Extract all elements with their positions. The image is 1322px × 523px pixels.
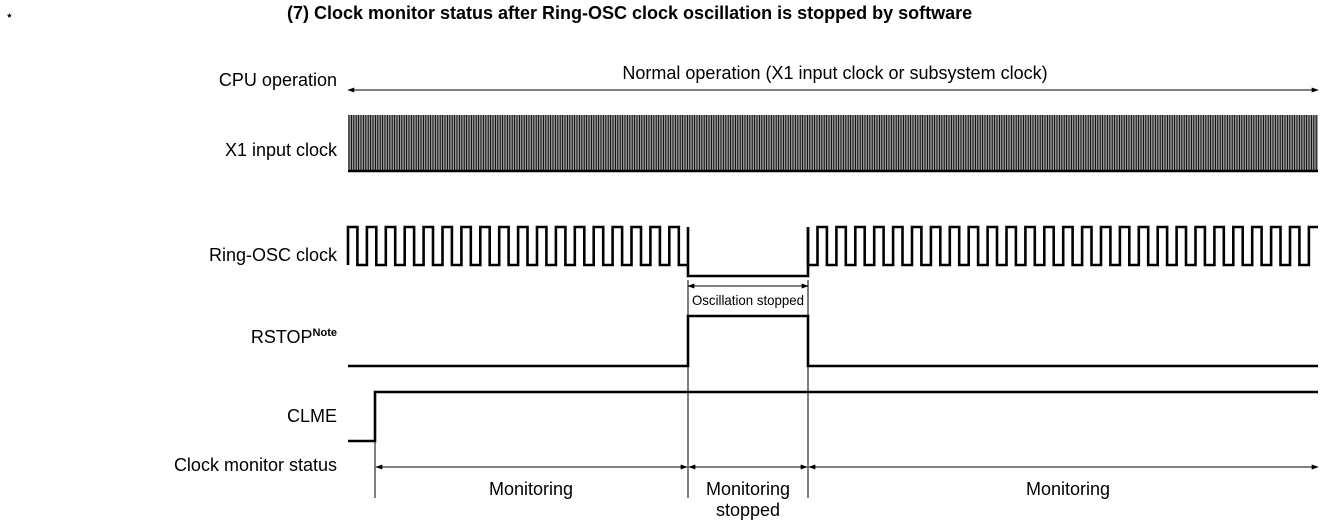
label-cpu-operation: CPU operation [219,70,337,90]
monitoring-stopped-label-line1: Monitoring [706,479,790,499]
normal-operation-label: Normal operation (X1 input clock or subs… [622,63,1047,83]
label-clme: CLME [287,406,337,426]
label-rstop: RSTOPNote [251,327,337,347]
x1-input-clock-waveform [348,115,1318,173]
label-x1-input-clock: X1 input clock [225,140,338,160]
monitoring-stopped-label-line2: stopped [716,500,780,520]
label-clock-monitor-status: Clock monitor status [174,455,337,475]
ring-osc-stopped-segment [686,227,810,278]
ring-osc-waveform-before-stop [346,225,688,267]
ring-osc-waveform-after-restart [806,225,1318,267]
oscillation-stopped-label: Oscillation stopped [692,292,804,308]
revision-star-icon: ⋆ [5,7,14,23]
diagram-title: (7) Clock monitor status after Ring-OSC … [287,3,972,23]
monitoring-label-left: Monitoring [489,479,573,499]
rstop-waveform [348,314,1318,368]
label-ring-osc-clock: Ring-OSC clock [209,245,338,265]
clme-waveform [348,390,1318,443]
monitoring-label-right: Monitoring [1026,479,1110,499]
